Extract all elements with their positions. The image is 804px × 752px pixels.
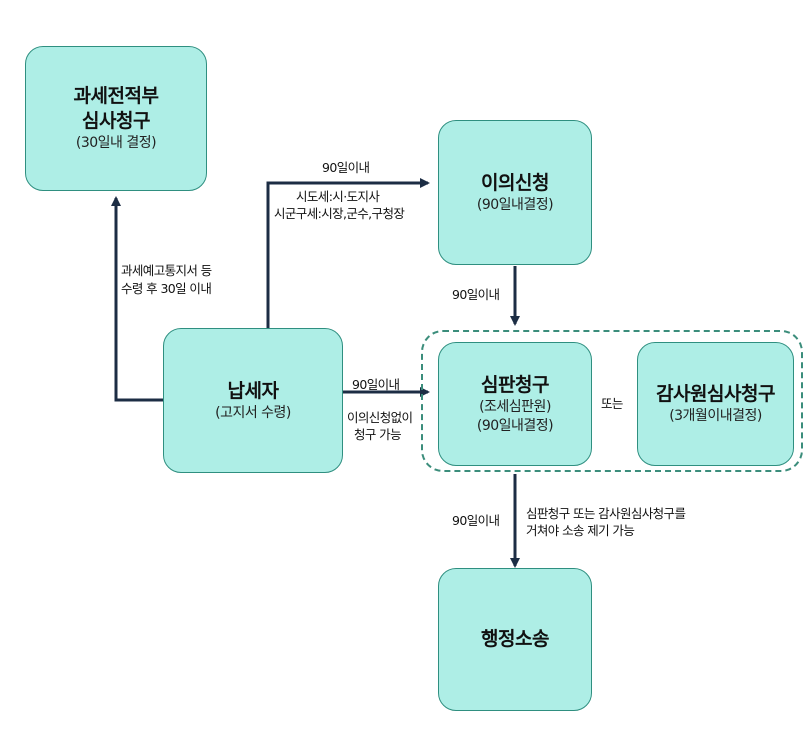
label-to-litigation-note2: 거쳐야 소송 제기 가능 xyxy=(526,523,635,538)
label-to-tax-review-line1: 과세예고통지서 등 xyxy=(121,263,212,278)
box-tribunal-sub2: (90일내결정) xyxy=(476,417,554,434)
box-tribunal-title: 심판청구 xyxy=(481,373,549,396)
label-to-tax-review-line2: 수령 후 30일 이내 xyxy=(121,281,212,296)
box-objection: 이의신청 (90일내결정) xyxy=(438,120,592,265)
box-litigation-title: 행정소송 xyxy=(481,628,549,650)
box-litigation: 행정소송 xyxy=(438,568,592,711)
appeal-group-dashed-border xyxy=(421,330,803,472)
label-to-objection-who2: 시군구세:시장,군수,구청장 xyxy=(274,206,405,221)
box-tribunal: 심판청구 (조세심판원) (90일내결정) xyxy=(438,342,592,466)
box-objection-title: 이의신청 xyxy=(481,171,549,194)
label-to-litigation-note1: 심판청구 또는 감사원심사청구를 xyxy=(526,506,686,521)
arrow-taxpayer-to-tax-review xyxy=(111,196,163,402)
box-tax-review: 과세전적부 심사청구 (30일내 결정) xyxy=(25,46,207,191)
label-to-tribunal-days: 90일이내 xyxy=(352,377,400,392)
box-audit: 감사원심사청구 (3개월이내결정) xyxy=(637,342,794,466)
box-tax-review-title-line2: 심사청구 xyxy=(82,110,150,132)
box-tribunal-sub1: (조세심판원) xyxy=(479,398,551,415)
label-to-litigation-days: 90일이내 xyxy=(452,513,500,528)
box-objection-sub: (90일내결정) xyxy=(476,196,554,213)
label-to-objection-days: 90일이내 xyxy=(322,160,370,175)
box-tax-review-title-line1: 과세전적부 xyxy=(73,85,159,107)
label-to-tribunal-note2: 청구 가능 xyxy=(354,427,402,442)
box-taxpayer: 납세자 (고지서 수령) xyxy=(163,328,343,473)
box-tax-review-sub: (30일내 결정) xyxy=(75,135,157,151)
label-objection-to-tribunal: 90일이내 xyxy=(452,287,500,302)
label-to-objection-who1: 시도세:시·도지사 xyxy=(296,189,380,204)
box-audit-sub: (3개월이내결정) xyxy=(669,408,762,424)
box-taxpayer-sub: (고지서 수령) xyxy=(215,404,291,421)
arrow-taxpayer-to-objection xyxy=(266,178,430,328)
label-to-tribunal-note1: 이의신청없이 xyxy=(347,410,413,425)
box-taxpayer-title: 납세자 xyxy=(227,379,279,402)
box-audit-title: 감사원심사청구 xyxy=(656,383,775,405)
label-or: 또는 xyxy=(601,396,623,411)
